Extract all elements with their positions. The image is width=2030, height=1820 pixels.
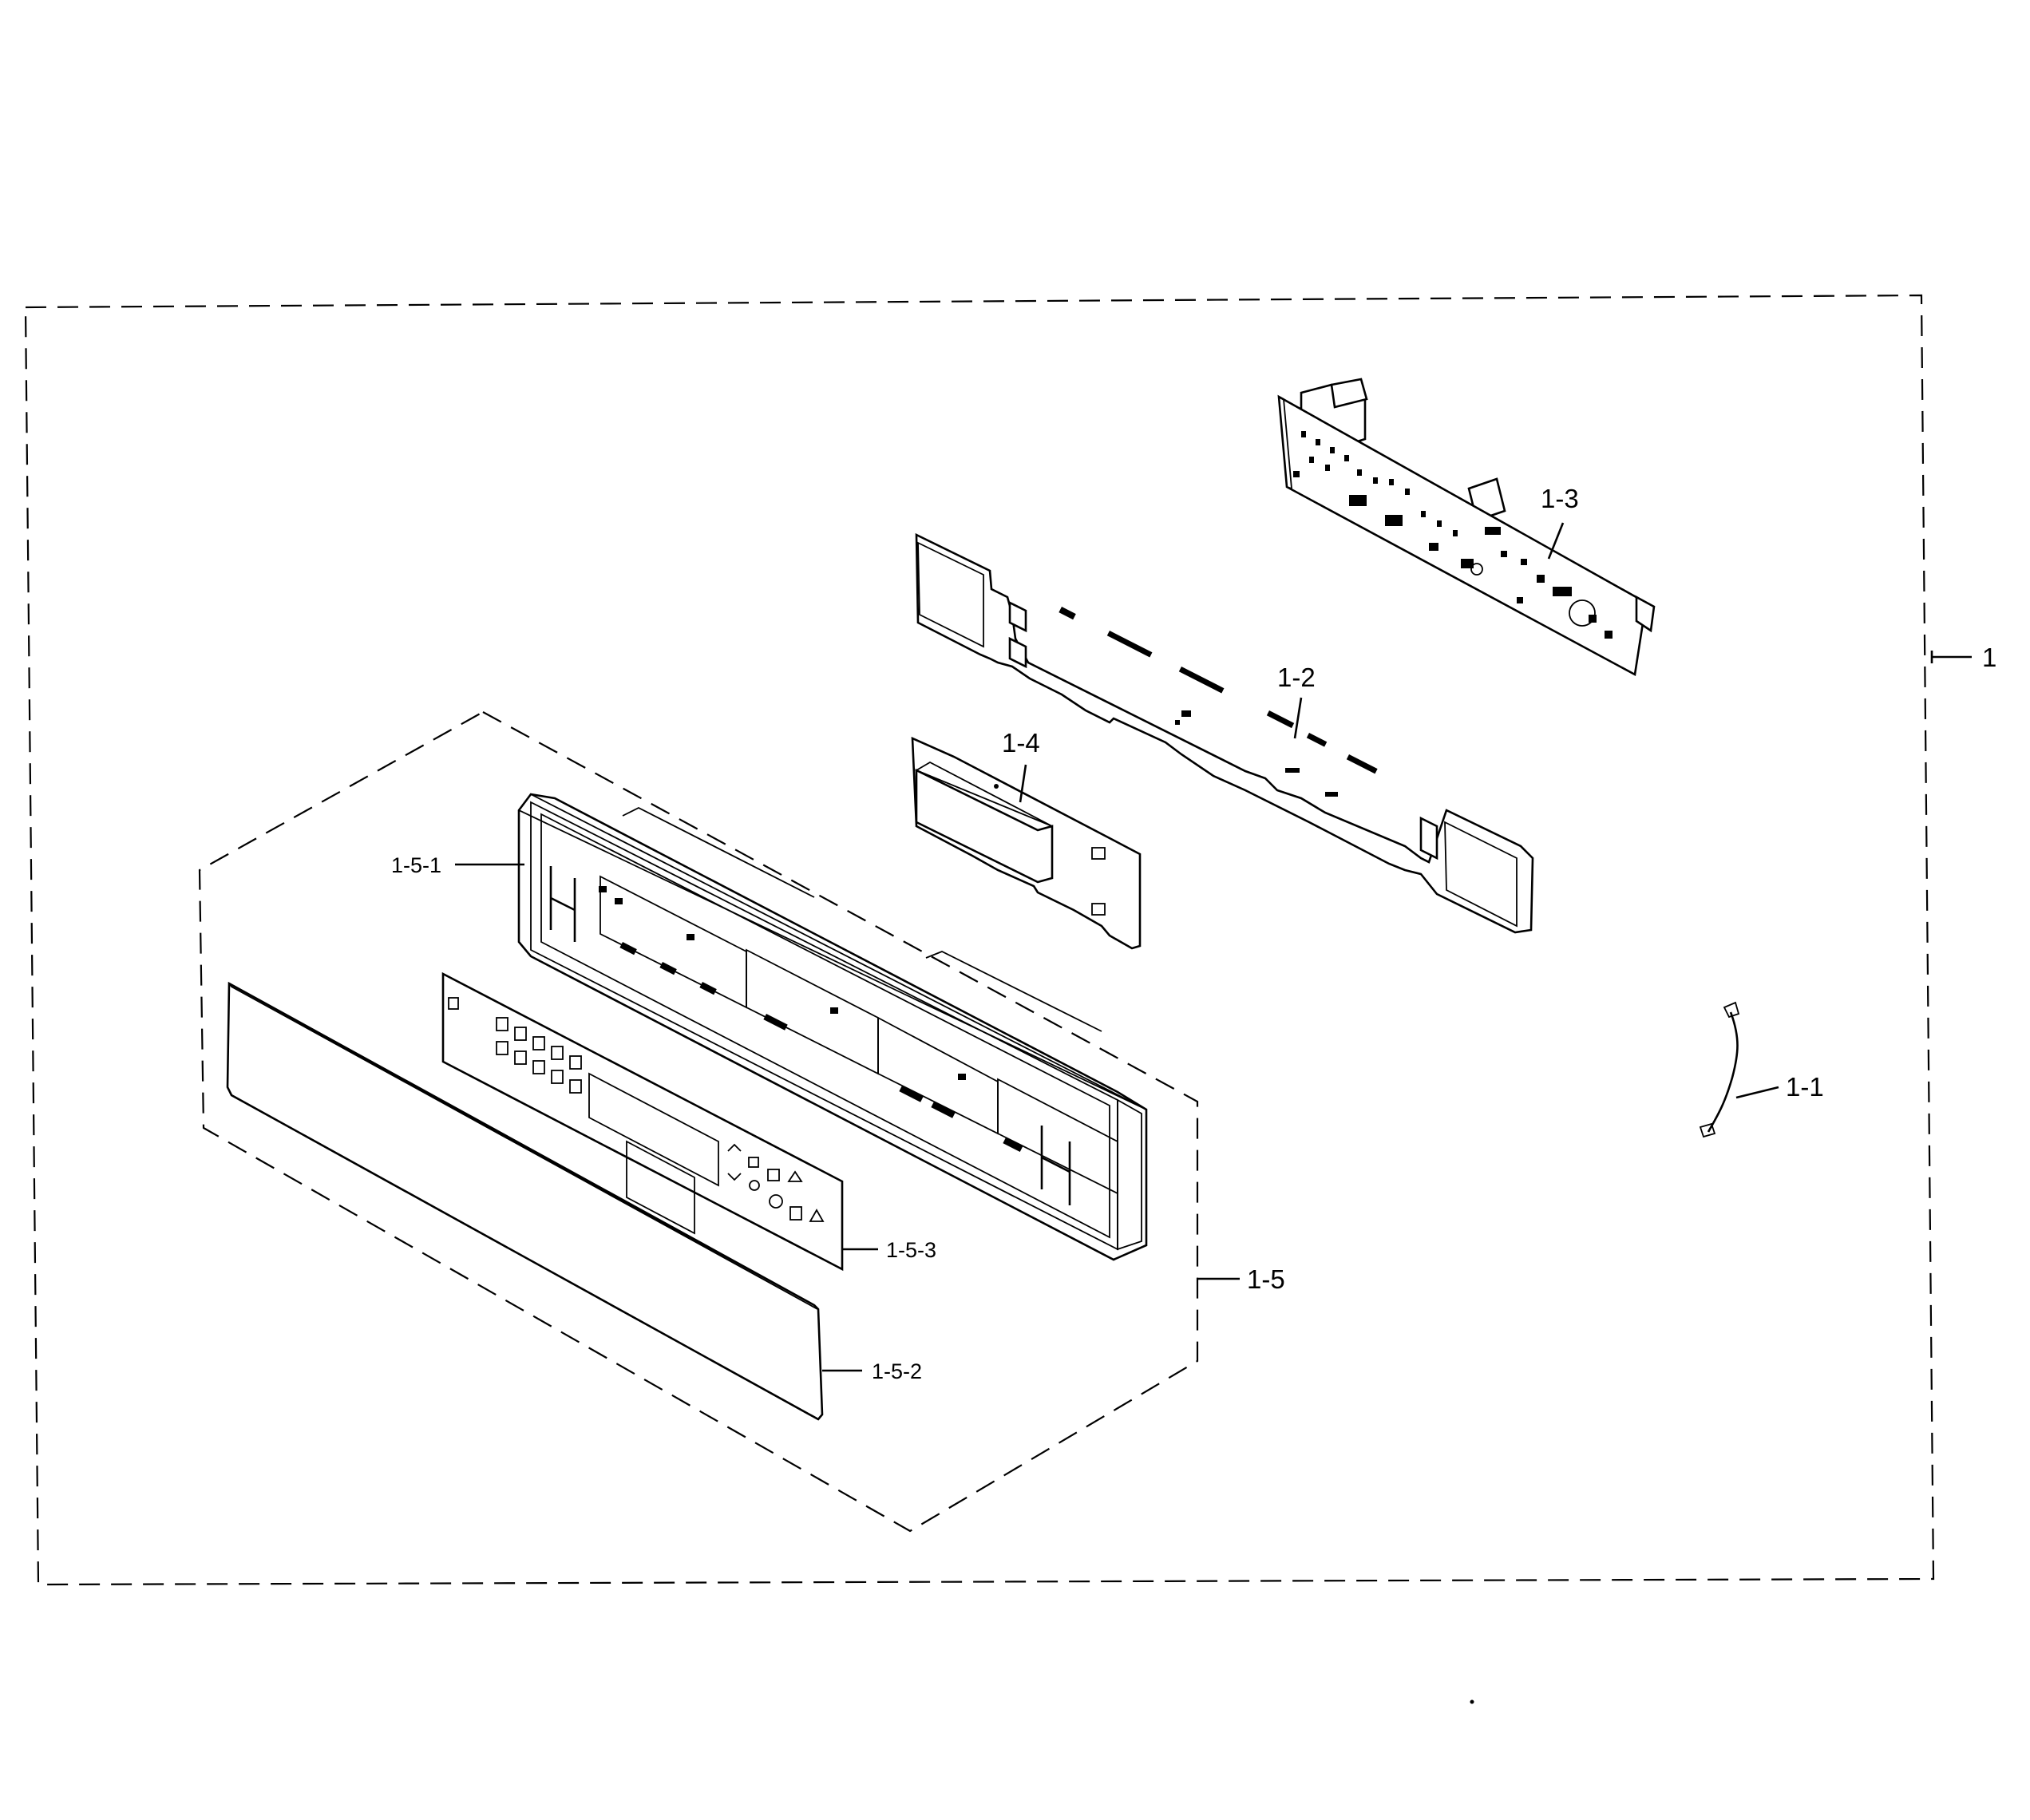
part-1-3-control-board[interactable] xyxy=(1277,378,1656,677)
part-1-4-plate[interactable] xyxy=(911,736,1142,950)
callout-1-5-1: 1-5-1 xyxy=(391,853,441,877)
callout-1-5-2: 1-5-2 xyxy=(872,1359,922,1383)
assembly-1-boundary xyxy=(24,294,1935,1586)
part-1-1-wire-harness[interactable] xyxy=(1699,1001,1740,1138)
callout-1: 1 xyxy=(1982,643,1996,672)
callout-1-4: 1-4 xyxy=(1002,728,1040,758)
callout-1-2: 1-2 xyxy=(1277,663,1316,692)
stray-mark xyxy=(1470,1699,1474,1704)
part-1-5-3-key-film[interactable] xyxy=(441,971,844,1272)
callout-1-1: 1-1 xyxy=(1786,1072,1824,1102)
part-1-2-bracket[interactable] xyxy=(915,532,1534,934)
part-1-5-1-control-frame[interactable] xyxy=(517,793,1148,1261)
callout-1-3: 1-3 xyxy=(1541,484,1579,513)
callout-1-5: 1-5 xyxy=(1247,1264,1285,1294)
leader-lines xyxy=(455,522,1972,1372)
part-1-5-2-glass-panel[interactable] xyxy=(226,981,824,1421)
callout-1-5-3: 1-5-3 xyxy=(886,1238,936,1262)
subassembly-1-5-boundary xyxy=(198,710,1199,1533)
